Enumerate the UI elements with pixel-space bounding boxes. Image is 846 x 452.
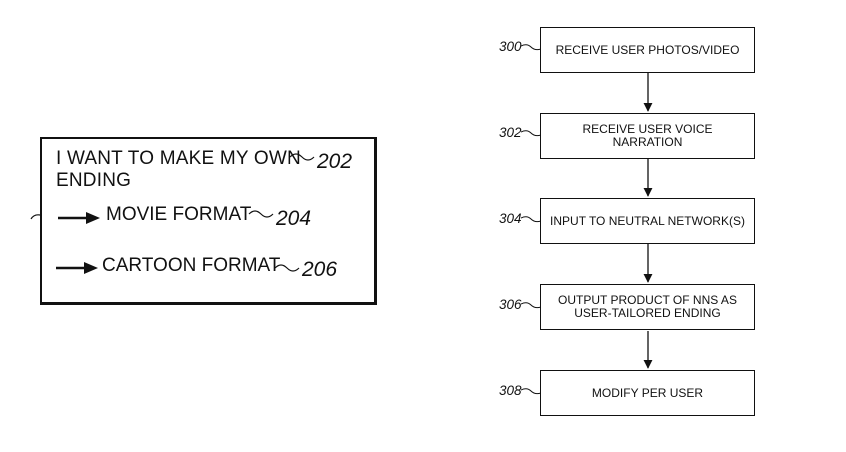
flow-step-306-text-line1: OUTPUT PRODUCT OF NNS AS bbox=[558, 293, 737, 307]
panel-title-line2: ENDING bbox=[56, 170, 132, 191]
ref-tilde bbox=[521, 216, 541, 223]
flow-step-306-text-line2: USER-TAILORED ENDING bbox=[574, 306, 721, 320]
ref-tilde bbox=[248, 210, 274, 218]
ref-label-300: 300 bbox=[499, 39, 522, 54]
ref-tilde bbox=[521, 130, 541, 137]
flow-step-304-text: INPUT TO NEUTRAL NETWORK(S) bbox=[550, 213, 745, 228]
ref-label-206: 206 bbox=[302, 258, 338, 281]
flow-step-308-text: MODIFY PER USER bbox=[591, 385, 704, 400]
ref-label-204: 204 bbox=[276, 207, 312, 230]
flow-step-300-text: RECEIVE USER PHOTOS/VIDEO bbox=[555, 42, 740, 57]
flow-step-304: INPUT TO NEUTRAL NETWORK(S) bbox=[540, 198, 755, 244]
ref-tilde bbox=[289, 153, 315, 161]
ref-tilde bbox=[521, 302, 541, 309]
arrow-right-icon bbox=[58, 212, 100, 224]
ref-tilde bbox=[274, 264, 300, 272]
option-cartoon-format[interactable]: CARTOON FORMAT bbox=[102, 255, 281, 276]
panel-lead-line bbox=[30, 214, 40, 220]
ref-label-306: 306 bbox=[499, 297, 522, 312]
ref-tilde bbox=[521, 388, 541, 395]
ref-tilde bbox=[521, 44, 541, 51]
ref-label-308: 308 bbox=[499, 383, 522, 398]
flow-step-306: OUTPUT PRODUCT OF NNS AS USER-TAILORED E… bbox=[540, 284, 755, 330]
ref-label-304: 304 bbox=[499, 211, 522, 226]
flow-step-302: RECEIVE USER VOICE NARRATION bbox=[540, 113, 755, 159]
flow-step-308: MODIFY PER USER bbox=[540, 370, 755, 416]
panel-title-line1: I WANT TO MAKE MY OWN bbox=[56, 148, 301, 169]
ref-label-202: 202 bbox=[317, 150, 353, 173]
flow-step-302-text: RECEIVE USER VOICE NARRATION bbox=[582, 122, 713, 149]
ending-choice-panel: I WANT TO MAKE MY OWN ENDING MOVIE FORMA… bbox=[40, 137, 377, 305]
arrow-right-icon bbox=[56, 262, 98, 274]
ref-label-302: 302 bbox=[499, 125, 522, 140]
flow-step-300: RECEIVE USER PHOTOS/VIDEO bbox=[540, 27, 755, 73]
option-movie-format[interactable]: MOVIE FORMAT bbox=[106, 204, 252, 225]
